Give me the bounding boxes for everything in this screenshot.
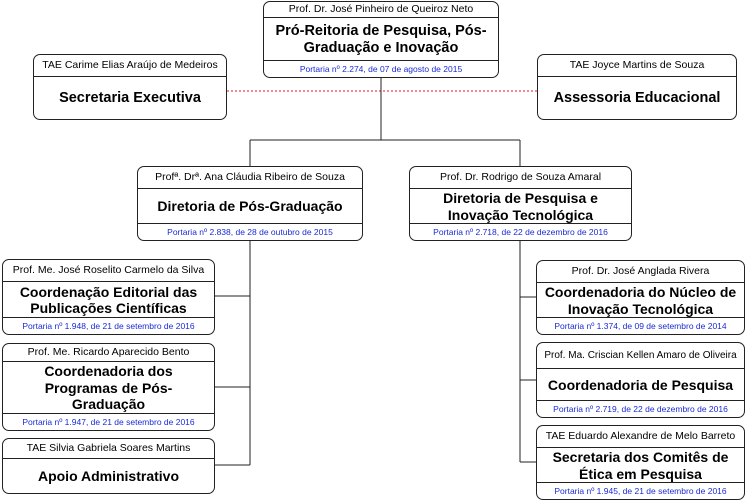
unit-title: Pró-Reitoria de Pesquisa, Pós-Graduação … [275,22,487,56]
portaria-text: Portaria nº 2.274, de 07 de agosto de 20… [264,60,498,77]
unit-title: Apoio Administrativo [37,467,180,484]
person-name: Prof. Dr. José Anglada Rivera [537,261,744,283]
person-name: Prof. Ma. Criscian Kellen Amaro de Olive… [537,343,744,369]
org-box-secretaria-executiva: TAE Carime Elias Araújo de Medeiros Secr… [33,54,227,120]
org-box-coordenacao-editorial: Prof. Me. José Roselito Carmelo da Silva… [2,259,215,335]
portaria-text: Portaria nº 2.718, de 22 de dezembro de … [410,223,631,240]
unit-title: Coordenadoria do Núcleo de Inovação Tecn… [544,284,737,317]
org-box-comites-etica: TAE Eduardo Alexandre de Melo Barreto Se… [536,425,745,500]
unit-title: Diretoria de Pesquisa e Inovação Tecnoló… [443,190,598,223]
portaria-text: Portaria nº 1.947, de 21 de setembro de … [3,413,214,430]
person-name: Prof. Dr. Rodrigo de Souza Amaral [410,167,631,189]
unit-title: Coordenadoria dos Programas de Pós-Gradu… [44,363,173,413]
person-name: Profª. Drª. Ana Cláudia Ribeiro de Souza [138,167,362,189]
person-name: TAE Carime Elias Araújo de Medeiros [34,55,226,77]
org-box-nucleo-inovacao: Prof. Dr. José Anglada Rivera Coordenado… [536,260,745,335]
org-box-coordenadoria-pesquisa: Prof. Ma. Criscian Kellen Amaro de Olive… [536,342,745,418]
person-name: Prof. Dr. José Pinheiro de Queiroz Neto [264,2,498,18]
unit-title: Secretaria Executiva [59,89,201,106]
person-name: Prof. Me. José Roselito Carmelo da Silva [3,260,214,282]
org-box-assessoria-educacional: TAE Joyce Martins de Souza Assessoria Ed… [537,54,737,120]
portaria-text: Portaria nº 2.838, de 28 de outubro de 2… [138,223,362,240]
unit-title: Diretoria de Pós-Graduação [157,198,343,215]
org-box-coordenadoria-programas: Prof. Me. Ricardo Aparecido Bento Coorde… [2,343,215,431]
person-name: TAE Eduardo Alexandre de Melo Barreto [537,426,744,448]
org-box-apoio-administrativo: TAE Silvia Gabriela Soares Martins Apoio… [2,438,215,494]
org-box-diretoria-pesquisa: Prof. Dr. Rodrigo de Souza Amaral Direto… [409,166,632,241]
portaria-text: Portaria nº 1.948, de 21 de setembro de … [3,317,214,334]
unit-title: Coordenadoria de Pesquisa [547,376,734,393]
unit-title: Secretaria dos Comitês de Ética em Pesqu… [552,449,729,482]
unit-title: Assessoria Educacional [553,89,721,106]
org-box-proreitoria: Prof. Dr. José Pinheiro de Queiroz Neto … [263,1,499,78]
unit-title: Coordenação Editorial das Publicações Ci… [19,283,198,316]
person-name: TAE Silvia Gabriela Soares Martins [3,439,214,459]
portaria-text: Portaria nº 1.945, de 21 de setembro de … [537,482,744,499]
portaria-text: Portaria nº 2.719, de 22 de dezembro de … [537,400,744,417]
portaria-text: Portaria nº 1.374, de 09 de setembro de … [537,317,744,334]
person-name: TAE Joyce Martins de Souza [538,55,736,77]
org-box-diretoria-pos-graduacao: Profª. Drª. Ana Cláudia Ribeiro de Souza… [137,166,363,241]
person-name: Prof. Me. Ricardo Aparecido Bento [3,344,214,362]
